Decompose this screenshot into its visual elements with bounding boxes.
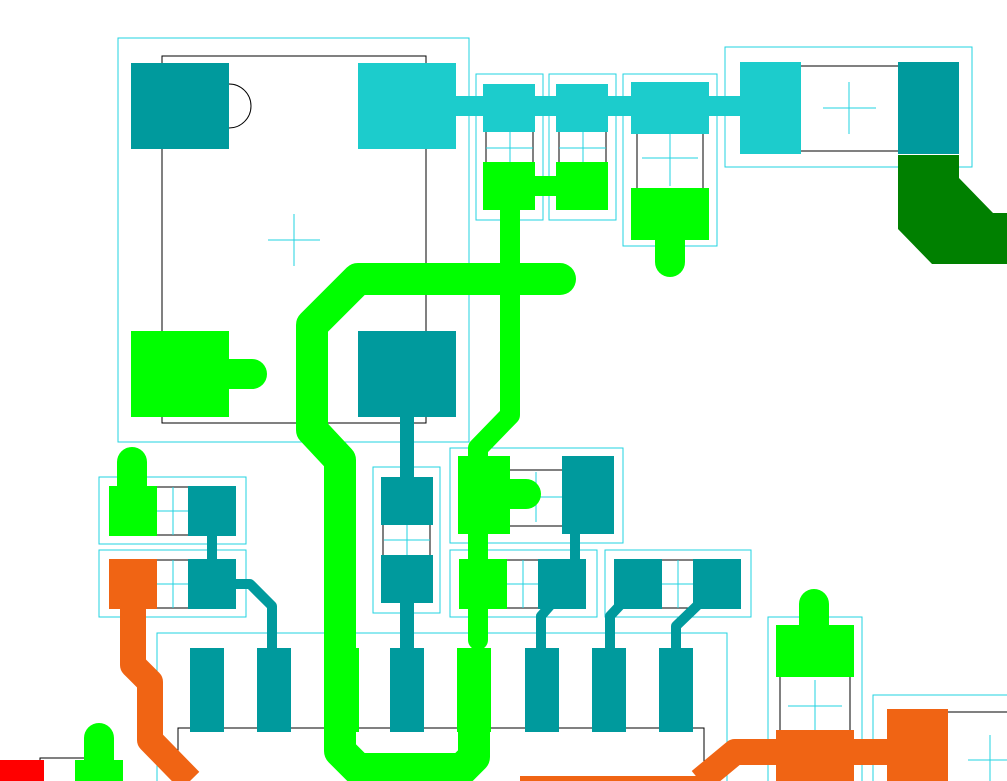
origin-c3 bbox=[642, 132, 698, 186]
pad-u1-4 bbox=[358, 331, 456, 417]
pad-r3-2 bbox=[562, 456, 614, 534]
silk-u1-pin1-notch bbox=[228, 83, 252, 129]
traces-orange bbox=[120, 590, 900, 781]
pads-layer bbox=[0, 62, 959, 781]
trace-dark-green-d1 bbox=[898, 155, 1007, 264]
pad-c2-1 bbox=[556, 84, 608, 132]
pad-u2-2 bbox=[257, 648, 291, 732]
pad-d1-1 bbox=[740, 62, 801, 154]
pad-u2-8 bbox=[659, 648, 693, 732]
pad-r5-1 bbox=[614, 559, 662, 609]
pad-u1-2 bbox=[358, 63, 456, 149]
pad-c3-1 bbox=[631, 82, 709, 134]
courtyard-r4 bbox=[449, 549, 598, 618]
pad-r2-2 bbox=[188, 559, 236, 609]
origin-d1 bbox=[823, 82, 876, 134]
courtyard-r1 bbox=[98, 476, 247, 545]
courtyard-c2 bbox=[548, 73, 617, 221]
pad-u2-4 bbox=[390, 648, 424, 732]
pad-u2-1 bbox=[190, 648, 224, 732]
origin-j1 bbox=[968, 735, 1007, 781]
pad-r1-2 bbox=[188, 486, 236, 536]
pad-corner-red bbox=[0, 760, 44, 781]
courtyard-r5 bbox=[604, 549, 752, 618]
traces-green bbox=[84, 176, 829, 781]
pad-c4-2 bbox=[381, 555, 433, 603]
courtyard-u1 bbox=[117, 37, 470, 443]
silk-j1-body bbox=[943, 711, 1007, 781]
pad-r5-2 bbox=[693, 559, 741, 609]
silk-u1-body bbox=[161, 55, 427, 424]
trace-teal-r2-u2 bbox=[227, 579, 277, 665]
pad-c1-1 bbox=[483, 84, 535, 132]
origin-u1 bbox=[268, 214, 320, 266]
pad-u2-7 bbox=[592, 648, 626, 732]
pad-u1-1 bbox=[131, 63, 229, 149]
traces-dark-green bbox=[898, 155, 1007, 264]
trace-orange-r2-down bbox=[120, 590, 200, 781]
traces-teal bbox=[207, 393, 708, 667]
pad-r4-2 bbox=[538, 559, 586, 609]
trace-orange-c5-j1 bbox=[691, 739, 900, 781]
pad-u2-6 bbox=[525, 648, 559, 732]
origin-c5 bbox=[788, 680, 842, 732]
pad-d1-2 bbox=[898, 62, 959, 154]
pad-c4-1 bbox=[381, 477, 433, 525]
courtyard-r3 bbox=[449, 447, 624, 544]
trace-green-horizontal bbox=[296, 263, 576, 781]
trace-green-c1-down bbox=[468, 176, 520, 650]
